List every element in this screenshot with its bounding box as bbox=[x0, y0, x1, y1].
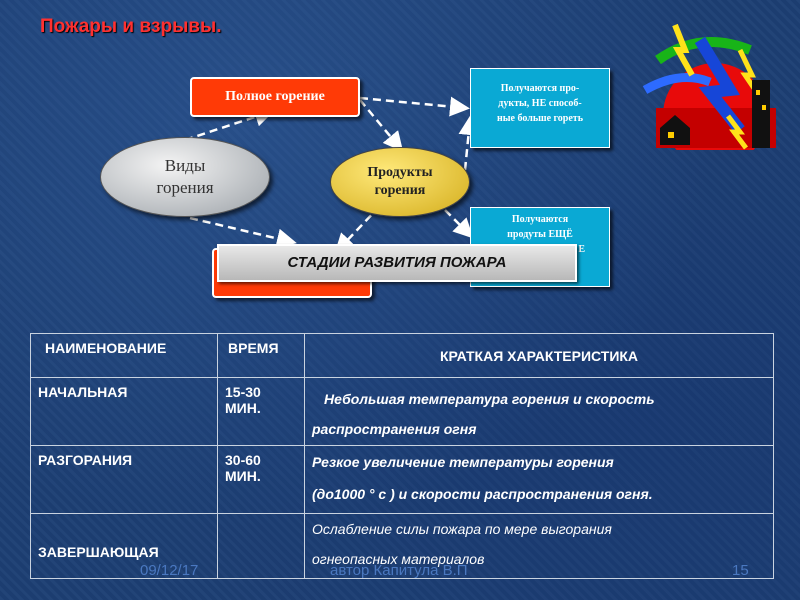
row-time: 30-60 МИН. bbox=[217, 445, 305, 514]
row-desc: Ослабление силы пожара по мере выгорания… bbox=[304, 513, 774, 579]
row-time: 15-30 МИН. bbox=[217, 377, 305, 446]
burning-types-ellipse: Виды горения bbox=[100, 137, 270, 217]
footer-author: автор Капитула В.П bbox=[330, 562, 468, 579]
slide-title: Пожары и взрывы. bbox=[40, 16, 222, 37]
note-top: Получаются про- дукты, НЕ способ- ные бо… bbox=[470, 68, 610, 148]
table-row: РАЗГОРАНИЯ 30-60 МИН. Резкое увеличение … bbox=[30, 445, 774, 514]
row-desc: Резкое увеличение температуры горения (д… bbox=[304, 445, 774, 514]
note-bottom-line: Получаются bbox=[511, 214, 569, 225]
row-desc: Небольшая температура горения и скорость… bbox=[304, 377, 774, 446]
row-name: РАЗГОРАНИЯ bbox=[30, 445, 218, 514]
table-row: НАЧАЛЬНАЯ 15-30 МИН. Небольшая температу… bbox=[30, 377, 774, 446]
note-bottom-line: Е bbox=[578, 244, 585, 255]
burning-types-line2: горения bbox=[156, 178, 214, 197]
table-row: ЗАВЕРШАЮЩАЯ Ослабление силы пожара по ме… bbox=[30, 513, 774, 579]
row-name: ЗАВЕРШАЮЩАЯ bbox=[30, 513, 218, 579]
fire-lightning-icon bbox=[642, 23, 776, 150]
table-header-row: НАИМЕНОВАНИЕ ВРЕМЯ КРАТКАЯ ХАРАКТЕРИСТИК… bbox=[30, 333, 774, 378]
burning-products-line1: Продукты bbox=[367, 165, 433, 180]
footer-page-number: 15 bbox=[732, 562, 749, 579]
fire-stages-banner: СТАДИИ РАЗВИТИЯ ПОЖАРА bbox=[217, 244, 577, 282]
full-burning-label: Полное горение bbox=[225, 89, 325, 104]
header-name: НАИМЕНОВАНИЕ bbox=[30, 333, 218, 378]
note-bottom-line: продуты ЕЩЁ bbox=[507, 229, 573, 240]
diagram-arrows bbox=[184, 96, 479, 254]
burning-types-line1: Виды bbox=[164, 156, 206, 175]
header-time: ВРЕМЯ bbox=[217, 333, 305, 378]
burning-products-line2: горения bbox=[374, 183, 426, 198]
footer-date: 09/12/17 bbox=[140, 562, 199, 579]
full-burning-box: Полное горение bbox=[190, 77, 360, 117]
header-desc: КРАТКАЯ ХАРАКТЕРИСТИКА bbox=[304, 333, 774, 378]
burning-products-ellipse: Продукты горения bbox=[330, 147, 470, 217]
note-top-line: ные больше гореть bbox=[496, 113, 583, 124]
note-top-line: Получаются про- bbox=[500, 83, 580, 94]
row-name: НАЧАЛЬНАЯ bbox=[30, 377, 218, 446]
row-time bbox=[217, 513, 305, 579]
note-top-line: дукты, НЕ способ- bbox=[498, 98, 582, 109]
fire-stages-table: НАИМЕНОВАНИЕ ВРЕМЯ КРАТКАЯ ХАРАКТЕРИСТИК… bbox=[30, 333, 774, 579]
